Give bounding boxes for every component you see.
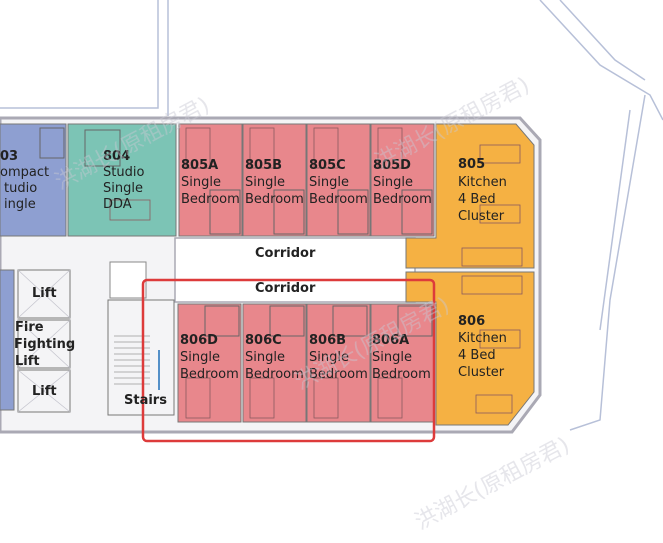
svg-text:806: 806 xyxy=(458,314,485,329)
fire-lift-label: Fire xyxy=(15,320,44,335)
room-805-kitchen xyxy=(405,123,535,269)
lift-label-bottom: Lift xyxy=(32,384,57,399)
svg-text:Single: Single xyxy=(245,175,285,190)
corridor-band xyxy=(174,237,416,303)
svg-text:Bedroom: Bedroom xyxy=(309,192,368,207)
room-type: ingle xyxy=(4,197,36,212)
corridor-lower-label: Corridor xyxy=(255,281,316,296)
svg-text:Bedroom: Bedroom xyxy=(245,367,304,382)
svg-text:洪湖长(原租房君): 洪湖长(原租房君) xyxy=(411,433,574,535)
svg-text:806D: 806D xyxy=(180,333,218,348)
svg-text:4 Bed: 4 Bed xyxy=(458,192,496,207)
room-type: tudio xyxy=(4,181,37,196)
room-806-label: 806 Kitchen 4 Bed Cluster xyxy=(458,314,507,380)
room-803-label: 03 ompact tudio ingle xyxy=(0,149,49,212)
svg-text:Kitchen: Kitchen xyxy=(458,331,507,346)
svg-text:Bedroom: Bedroom xyxy=(309,367,368,382)
svg-text:Single: Single xyxy=(245,350,285,365)
svg-text:805B: 805B xyxy=(245,158,282,173)
fire-lift-label: Fighting xyxy=(14,337,75,352)
svg-text:Single: Single xyxy=(372,350,412,365)
room-806C-label: 806C Single Bedroom xyxy=(245,333,304,382)
svg-text:Cluster: Cluster xyxy=(458,365,505,380)
svg-text:806C: 806C xyxy=(245,333,282,348)
lift-core xyxy=(0,269,71,413)
room-805A-label: 805A Single Bedroom xyxy=(181,158,240,207)
svg-text:Cluster: Cluster xyxy=(458,209,505,224)
svg-text:Bedroom: Bedroom xyxy=(372,367,431,382)
svg-text:805C: 805C xyxy=(309,158,346,173)
room-806-kitchen xyxy=(405,271,535,426)
svg-text:Single: Single xyxy=(181,175,221,190)
room-number: 03 xyxy=(0,149,18,164)
svg-text:Bedroom: Bedroom xyxy=(373,192,432,207)
svg-text:806A: 806A xyxy=(372,333,409,348)
highlight-box xyxy=(141,278,436,443)
room-804 xyxy=(67,123,177,237)
svg-text:Single: Single xyxy=(373,175,413,190)
svg-text:805: 805 xyxy=(458,157,485,172)
room-804-label: 804 Studio Single DDA xyxy=(103,149,144,212)
svg-text:Bedroom: Bedroom xyxy=(181,192,240,207)
room-805-label: 805 Kitchen 4 Bed Cluster xyxy=(458,157,507,224)
svg-text:Single: Single xyxy=(180,350,220,365)
furniture xyxy=(109,127,523,419)
corridor-upper-label: Corridor xyxy=(255,246,316,261)
room-number: 804 xyxy=(103,149,130,164)
room-805B-label: 805B Single Bedroom xyxy=(245,158,304,207)
fire-lift-label: Lift xyxy=(15,354,40,369)
lower-bedrooms xyxy=(177,303,435,423)
svg-text:805A: 805A xyxy=(181,158,218,173)
svg-text:Kitchen: Kitchen xyxy=(458,175,507,190)
svg-text:Single: Single xyxy=(309,350,349,365)
room-805D-label: 805D Single Bedroom xyxy=(373,158,432,207)
room-type: Studio xyxy=(103,165,144,180)
svg-text:805D: 805D xyxy=(373,158,411,173)
room-type: Single xyxy=(103,181,143,196)
svg-text:4 Bed: 4 Bed xyxy=(458,348,496,363)
stairs-core xyxy=(107,261,175,416)
stairs-label: Stairs xyxy=(124,393,167,408)
room-type: DDA xyxy=(103,197,132,212)
room-806A-label: 806A Single Bedroom xyxy=(372,333,431,382)
svg-text:Bedroom: Bedroom xyxy=(180,367,239,382)
ensuite-bathrooms xyxy=(39,127,433,337)
room-806B-label: 806B Single Bedroom xyxy=(309,333,368,382)
room-type: ompact xyxy=(0,165,49,180)
svg-text:Bedroom: Bedroom xyxy=(245,192,304,207)
room-806D-label: 806D Single Bedroom xyxy=(180,333,239,382)
svg-text:806B: 806B xyxy=(309,333,346,348)
lift-label-top: Lift xyxy=(32,286,57,301)
room-805C-label: 805C Single Bedroom xyxy=(309,158,368,207)
svg-text:Single: Single xyxy=(309,175,349,190)
room-803 xyxy=(0,123,67,237)
